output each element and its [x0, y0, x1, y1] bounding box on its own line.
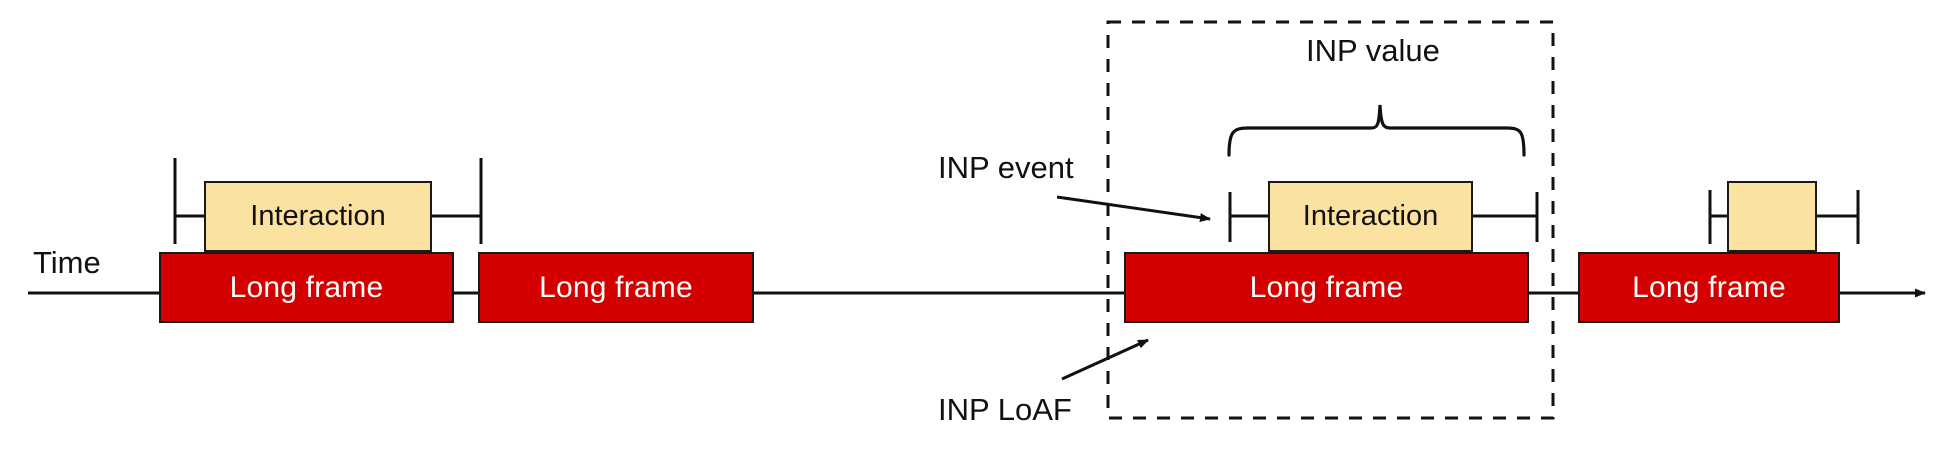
inp-loaf-label: INP LoAF: [938, 392, 1072, 427]
inp-loaf-leader-arrow: [1061, 338, 1149, 381]
interaction-whisker-3: [1708, 190, 1860, 244]
interaction-whisker-1: [173, 158, 483, 244]
interaction-block-1[interactable]: Interaction: [204, 181, 432, 252]
inp-value-label: INP value: [1306, 33, 1440, 68]
inp-value-brace: [1227, 104, 1526, 157]
inp-event-label: INP event: [938, 150, 1074, 185]
inp-highlight-dashed-box: [1106, 20, 1555, 420]
long-frame-block-2[interactable]: Long frame: [478, 252, 754, 323]
interaction-block-3[interactable]: [1727, 181, 1817, 252]
time-axis-label: Time: [33, 245, 101, 280]
interaction-whisker-2: [1228, 192, 1539, 242]
long-frame-block-4[interactable]: Long frame: [1578, 252, 1840, 323]
interaction-block-2-inp-event[interactable]: Interaction: [1268, 181, 1473, 252]
long-frame-block-3-inp-loaf[interactable]: Long frame: [1124, 252, 1529, 323]
inp-event-leader-arrow: [1056, 195, 1211, 223]
long-frame-block-1[interactable]: Long frame: [159, 252, 454, 323]
